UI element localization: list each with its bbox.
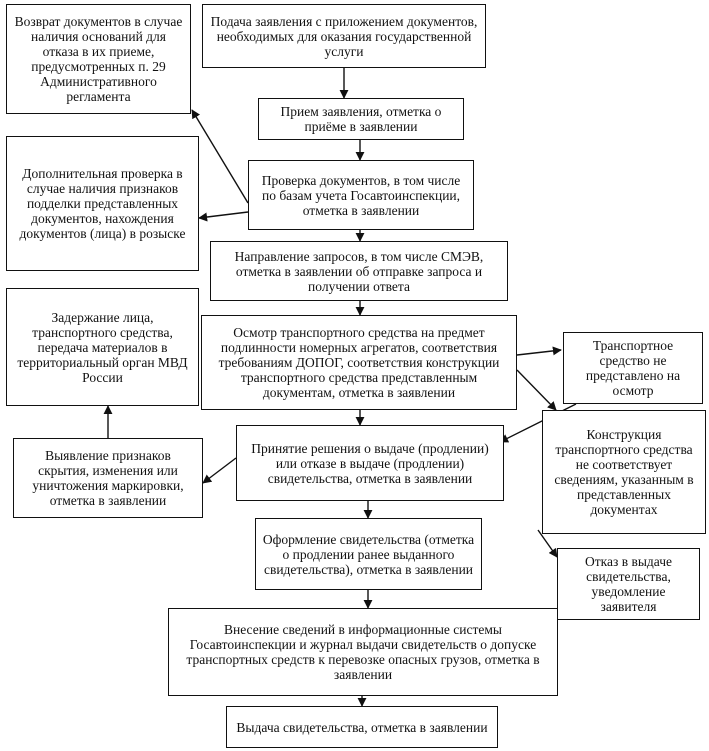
- arrow-inspect-to-mismatch: [516, 369, 557, 411]
- arrow-decision-to-marking: [202, 457, 237, 484]
- node-decision: Принятие решения о выдаче (продлении) ил…: [236, 425, 504, 501]
- arrow-check-to-return_docs: [191, 109, 249, 204]
- node-not-presented: Транспортное средство не представлено на…: [563, 332, 703, 404]
- node-receive: Прием заявления, отметка о приёме в заяв…: [258, 98, 464, 140]
- node-return-docs: Возврат документов в случае наличия осно…: [6, 4, 191, 114]
- node-issue-doc: Оформление свидетельства (отметка о прод…: [255, 518, 482, 590]
- node-submit: Подача заявления с приложением документо…: [202, 4, 486, 68]
- node-register: Внесение сведений в информационные систе…: [168, 608, 558, 696]
- node-detain: Задержание лица, транспортного средства,…: [6, 288, 199, 406]
- node-check: Проверка документов, в том числе по база…: [248, 160, 474, 230]
- node-extra-check: Дополнительная проверка в случае наличия…: [6, 136, 199, 271]
- arrow-inspect-to-not_presented: [516, 346, 562, 356]
- arrow-check-to-extra_check: [198, 211, 249, 222]
- node-mismatch: Конструкция транспортного средства не со…: [542, 410, 706, 534]
- arrow-mismatch-to-refusal: [537, 529, 558, 558]
- node-requests: Направление запросов, в том числе СМЭВ, …: [210, 241, 508, 301]
- node-handout: Выдача свидетельства, отметка в заявлени…: [226, 706, 498, 748]
- node-refusal: Отказ в выдаче свидетельства, уведомлени…: [557, 548, 700, 620]
- node-inspect: Осмотр транспортного средства на предмет…: [201, 315, 517, 410]
- node-marking: Выявление признаков скрытия, изменения и…: [13, 438, 203, 518]
